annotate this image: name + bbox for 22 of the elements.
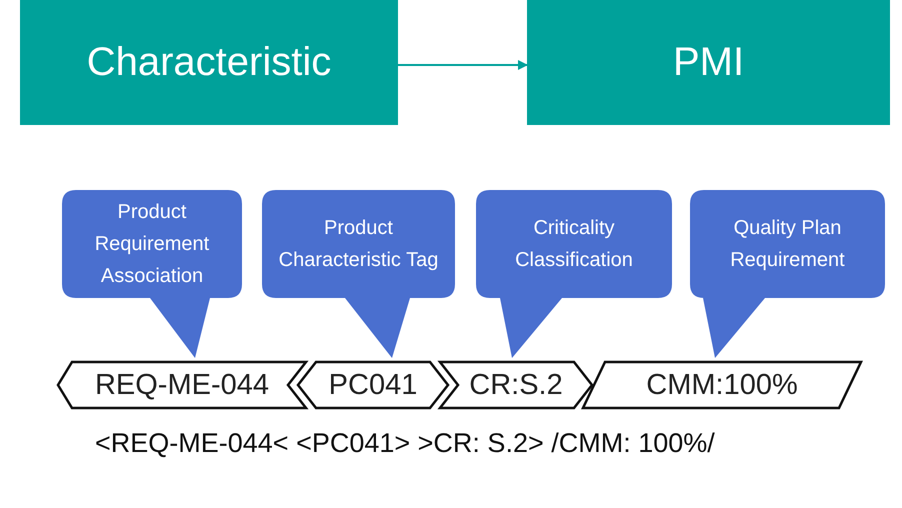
callout-bubble: [62, 190, 242, 358]
code-segment: [583, 362, 861, 408]
code-string: <REQ-ME-044< <PC041> >CR: S.2> /CMM: 100%/: [95, 428, 715, 459]
arrow: [398, 60, 528, 70]
node-label: CR:S.2: [469, 368, 563, 402]
node-label: REQ-ME-044: [94, 368, 270, 402]
node-label: Product Characteristic Tag: [278, 216, 440, 273]
callout-bubble: [262, 190, 455, 358]
callout-bubble: [690, 190, 885, 358]
code-segment: [440, 362, 592, 408]
code-segment: [58, 362, 306, 408]
node-label: Characteristic: [86, 40, 332, 85]
node-label: PC041: [328, 368, 418, 402]
code-segment: [298, 362, 448, 408]
node-label: PMI: [672, 40, 744, 85]
node-label: CMM:100%: [646, 368, 798, 402]
process-box: [20, 0, 398, 125]
node-label: Product Requirement Association: [94, 200, 210, 289]
node-label: Quality Plan Requirement: [729, 216, 846, 273]
node-label: Criticality Classification: [514, 216, 634, 273]
process-box: [527, 0, 890, 125]
callout-bubble: [476, 190, 672, 358]
